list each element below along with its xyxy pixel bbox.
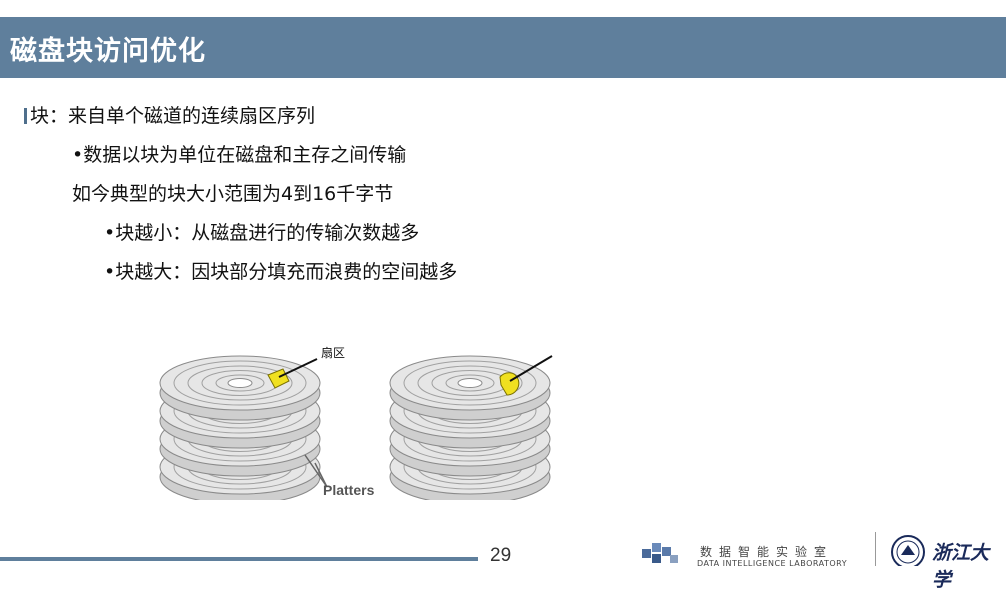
platter-pointer-2 [314,462,328,488]
platter-stack-left [159,355,328,500]
bullet-item: 块：来自单个磁道的连续扇区序列 [24,101,315,128]
footer-rule [0,557,478,561]
bullet-marker: • [104,222,116,244]
sector-pointer-right [509,355,553,382]
bullet-text: 数据以块为单位在磁盘和主存之间传输 [83,144,407,166]
platter-stack-right [389,355,553,500]
bullet-text: 如今典型的块大小范围为4到16千字节 [72,183,394,205]
lab-name-en: DATA INTELLIGENCE LABORATORY [697,559,848,568]
bullet-marker: • [72,144,84,166]
bullet-text: 块：来自单个磁道的连续扇区序列 [30,105,316,127]
bullet-text: 块越大：因块部分填充而浪费的空间越多 [115,261,458,283]
bullet-item: •数据以块为单位在磁盘和主存之间传输 [72,140,406,167]
university-seal-icon [891,535,925,566]
platter-pointer-1 [304,454,328,488]
lab-logo-icon [642,543,678,563]
university-name: 浙江大学 [932,542,990,591]
bullet-marker-bar [24,108,27,124]
bullet-item: •块越小：从磁盘进行的传输次数越多 [104,218,419,245]
page-number: 29 [490,545,512,566]
bullet-item: •块越大：因块部分填充而浪费的空间越多 [104,257,457,284]
title-bar: 磁盘块访问优化 [0,17,1006,78]
bullet-item: 如今典型的块大小范围为4到16千字节 [72,179,393,206]
bullet-text: 块越小：从磁盘进行的传输次数越多 [115,222,420,244]
lab-name-cn: 数据智能实验室 [700,545,834,559]
sector-pointer [278,358,318,378]
slide-title: 磁盘块访问优化 [10,36,206,67]
bullet-marker: • [104,261,116,283]
disk-platters-figure: 扇区 Platters [159,345,553,500]
platters-label: Platters [323,482,375,498]
footer-divider [875,532,876,566]
sector-label: 扇区 [321,345,345,360]
